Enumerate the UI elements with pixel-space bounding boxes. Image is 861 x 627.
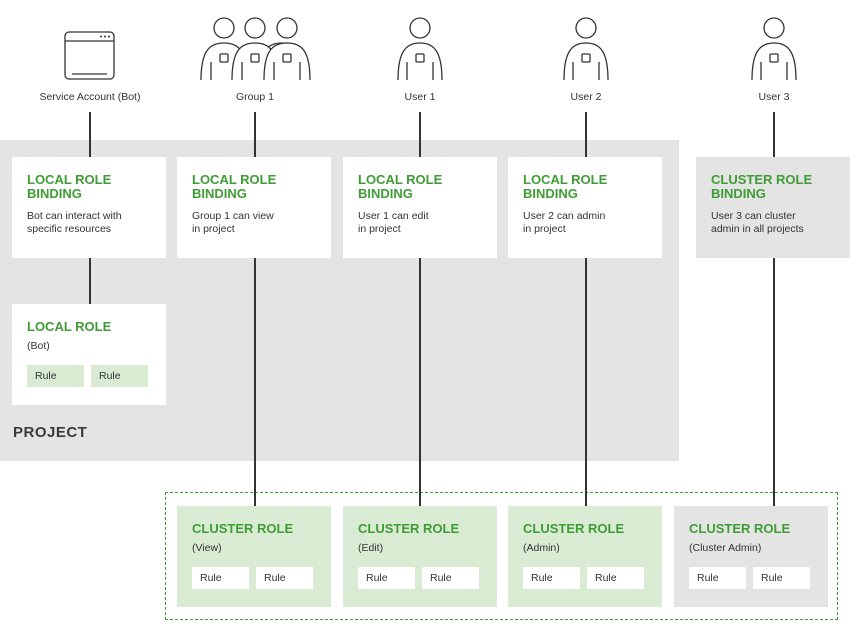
rule-chip: Rule: [753, 567, 810, 589]
binding-title: LOCAL ROLE BINDING: [523, 172, 608, 201]
rule-chip: Rule: [587, 567, 644, 589]
cluster-boundary: [165, 492, 838, 620]
binding-title: LOCAL ROLE BINDING: [358, 172, 443, 201]
cluster-role-title: CLUSTER ROLE: [523, 521, 625, 536]
rule-chip: Rule: [523, 567, 580, 589]
connector-group1-cluster: [254, 258, 256, 506]
local-role-sub: (Bot): [27, 340, 50, 352]
connector-user2: [585, 112, 587, 157]
cluster-role-title: CLUSTER ROLE: [689, 521, 791, 536]
binding-card-user1: LOCAL ROLE BINDING User 1 can edit in pr…: [343, 157, 497, 258]
project-label: PROJECT: [13, 424, 88, 441]
binding-text: Group 1 can view in project: [192, 210, 274, 235]
cluster-role-card-cluster-admin: CLUSTER ROLE (Cluster Admin) Rule Rule: [674, 506, 828, 607]
binding-text: User 1 can edit in project: [358, 210, 429, 235]
connector-user1-cluster: [419, 258, 421, 506]
binding-title: CLUSTER ROLE BINDING: [711, 172, 813, 201]
cluster-role-card-admin: CLUSTER ROLE (Admin) Rule Rule: [508, 506, 662, 607]
actor-label-bot: Service Account (Bot): [39, 91, 141, 103]
user-icon: [563, 17, 609, 81]
local-role-title: LOCAL ROLE: [27, 319, 112, 334]
connector-user3: [773, 112, 775, 157]
binding-text: User 3 can cluster admin in all projects: [711, 210, 804, 235]
user-icon: [751, 17, 797, 81]
binding-title: LOCAL ROLE BINDING: [27, 172, 112, 201]
connector-group1: [254, 112, 256, 157]
actor-label-user1: User 1: [404, 91, 436, 103]
cluster-role-card-edit: CLUSTER ROLE (Edit) Rule Rule: [343, 506, 497, 607]
cluster-role-sub: (View): [192, 542, 222, 554]
connector-user1: [419, 112, 421, 157]
cluster-role-sub: (Cluster Admin): [689, 542, 762, 554]
actor-label-user3: User 3: [758, 91, 790, 103]
binding-card-user3: CLUSTER ROLE BINDING User 3 can cluster …: [696, 157, 850, 258]
connector-user2-cluster: [585, 258, 587, 506]
actor-label-user2: User 2: [570, 91, 602, 103]
user-icon: [397, 17, 443, 81]
rule-chip: Rule: [358, 567, 415, 589]
cluster-role-sub: (Admin): [523, 542, 560, 554]
binding-card-group1: LOCAL ROLE BINDING Group 1 can view in p…: [177, 157, 331, 258]
rule-chip: Rule: [422, 567, 479, 589]
binding-text: Bot can interact with specific resources: [27, 210, 122, 235]
cluster-role-card-view: CLUSTER ROLE (View) Rule Rule: [177, 506, 331, 607]
binding-card-user2: LOCAL ROLE BINDING User 2 can admin in p…: [508, 157, 662, 258]
connector-binding-localrole: [89, 258, 91, 304]
rule-chip: Rule: [689, 567, 746, 589]
binding-title: LOCAL ROLE BINDING: [192, 172, 277, 201]
group-icon: [200, 17, 311, 81]
rule-chip: Rule: [91, 365, 148, 387]
rule-chip: Rule: [192, 567, 249, 589]
cluster-role-title: CLUSTER ROLE: [192, 521, 294, 536]
bot-window-icon: [64, 31, 115, 80]
rule-chip: Rule: [27, 365, 84, 387]
cluster-role-title: CLUSTER ROLE: [358, 521, 460, 536]
cluster-role-sub: (Edit): [358, 542, 384, 554]
actor-label-group1: Group 1: [236, 91, 274, 103]
binding-text: User 2 can admin in project: [523, 210, 606, 235]
connector-user3-cluster: [773, 258, 775, 506]
rule-chip: Rule: [256, 567, 313, 589]
local-role-card: LOCAL ROLE (Bot) Rule Rule: [12, 304, 166, 405]
binding-card-bot: LOCAL ROLE BINDING Bot can interact with…: [12, 157, 166, 258]
connector-bot-binding: [89, 112, 91, 157]
